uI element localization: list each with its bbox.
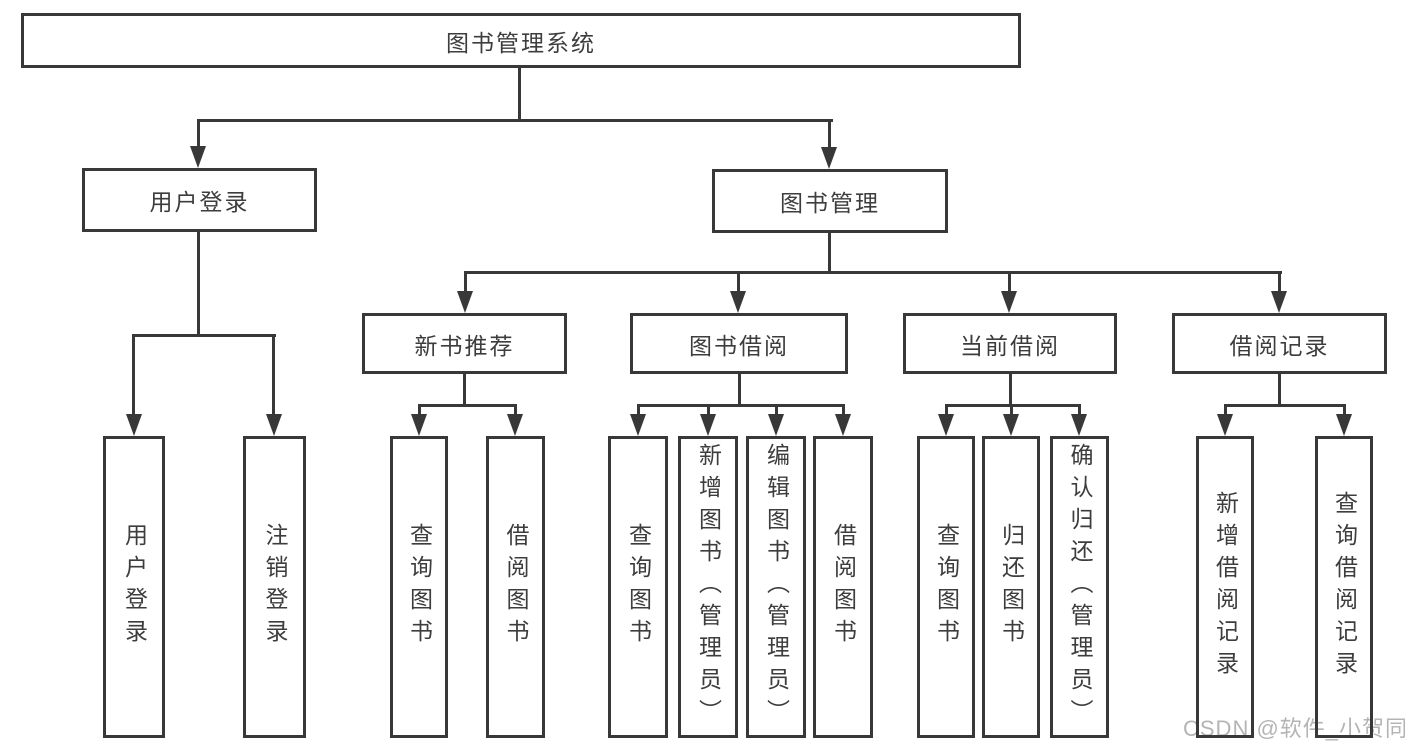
leaf-label: 查询图书 bbox=[625, 523, 652, 651]
leaf-add-books-admin: 新增图书（管理员） bbox=[678, 436, 738, 738]
node-book-borrow: 图书借阅 bbox=[630, 313, 848, 374]
connector-bar bbox=[945, 404, 1081, 407]
connector-drop bbox=[1008, 271, 1011, 293]
arrow-down-icon bbox=[1217, 414, 1233, 436]
arrow-down-icon bbox=[126, 414, 142, 436]
connector-drop bbox=[1010, 404, 1013, 416]
node-current-borrow: 当前借阅 bbox=[903, 313, 1117, 374]
leaf-label: 查询图书 bbox=[933, 523, 960, 651]
connector-level2-bar bbox=[464, 271, 1282, 274]
leaf-label: 新增图书（管理员） bbox=[695, 443, 722, 731]
arrow-down-icon bbox=[700, 414, 716, 436]
connector-stem bbox=[463, 374, 466, 407]
arrow-down-icon bbox=[730, 291, 746, 313]
arrow-down-icon bbox=[835, 414, 851, 436]
connector-drop bbox=[272, 334, 275, 416]
leaf-label: 查询图书 bbox=[406, 523, 433, 651]
leaf-borrow-books: 借阅图书 bbox=[813, 436, 873, 738]
leaf-query-borrow-record: 查询借阅记录 bbox=[1315, 436, 1373, 738]
leaf-borrow-query-books: 查询图书 bbox=[608, 436, 668, 738]
leaf-label: 借阅图书 bbox=[503, 523, 529, 651]
connector-drop bbox=[514, 404, 517, 416]
connector-drop bbox=[775, 404, 778, 416]
arrow-down-icon bbox=[821, 147, 837, 169]
leaf-add-borrow-record: 新增借阅记录 bbox=[1196, 436, 1254, 738]
leaf-label: 查询借阅记录 bbox=[1331, 491, 1358, 683]
connector-drop bbox=[132, 334, 135, 416]
connector-drop bbox=[197, 119, 200, 148]
connector-drop bbox=[737, 271, 740, 293]
arrow-down-icon bbox=[630, 414, 646, 436]
connector-level1-bar bbox=[197, 119, 833, 122]
connector-drop bbox=[945, 404, 948, 416]
arrow-down-icon bbox=[1003, 414, 1019, 436]
leaf-return-books: 归还图书 bbox=[982, 436, 1040, 738]
leaf-label: 新增借阅记录 bbox=[1212, 491, 1239, 683]
leaf-label: 用户登录 bbox=[121, 523, 148, 651]
connector-bar bbox=[133, 334, 276, 337]
node-label: 新书推荐 bbox=[414, 332, 515, 359]
arrow-down-icon bbox=[768, 414, 784, 436]
connector-drop bbox=[1278, 271, 1281, 293]
node-label: 图书管理系统 bbox=[446, 29, 596, 56]
connector-drop bbox=[1078, 404, 1081, 416]
connector-drop bbox=[464, 271, 467, 293]
connector-drop bbox=[707, 404, 710, 416]
leaf-label: 确认归还（管理员） bbox=[1067, 443, 1093, 731]
connector-stem bbox=[738, 374, 741, 407]
arrow-down-icon bbox=[938, 414, 954, 436]
connector-drop bbox=[842, 404, 845, 416]
connector-stem bbox=[828, 233, 831, 274]
node-user-login: 用户登录 bbox=[82, 168, 317, 232]
leaf-edit-books-admin: 编辑图书（管理员） bbox=[746, 436, 806, 738]
node-label: 当前借阅 bbox=[960, 332, 1060, 359]
connector-bar bbox=[1224, 404, 1345, 407]
connector-bar bbox=[418, 404, 517, 407]
leaf-recommend-query-books: 查询图书 bbox=[390, 436, 448, 738]
arrow-down-icon bbox=[1336, 414, 1352, 436]
node-label: 借阅记录 bbox=[1229, 332, 1330, 359]
node-label: 图书借阅 bbox=[689, 332, 789, 359]
leaf-label: 借阅图书 bbox=[830, 523, 857, 651]
connector-drop bbox=[1343, 404, 1346, 416]
node-label: 用户登录 bbox=[149, 189, 250, 215]
connector-drop bbox=[828, 119, 831, 149]
leaf-current-query-books: 查询图书 bbox=[917, 436, 975, 738]
leaf-label: 归还图书 bbox=[998, 523, 1025, 651]
arrow-down-icon bbox=[190, 146, 206, 168]
node-new-book-recommend: 新书推荐 bbox=[362, 313, 567, 374]
leaf-recommend-borrow-books: 借阅图书 bbox=[486, 436, 545, 738]
connector-bar bbox=[637, 404, 845, 407]
leaf-confirm-return-admin: 确认归还（管理员） bbox=[1050, 436, 1109, 738]
connector-drop bbox=[418, 404, 421, 416]
arrow-down-icon bbox=[1071, 414, 1087, 436]
leaf-user-login: 用户登录 bbox=[103, 436, 165, 738]
leaf-logout: 注销登录 bbox=[243, 436, 306, 738]
node-label: 图书管理 bbox=[780, 190, 880, 216]
node-book-management: 图书管理 bbox=[712, 169, 948, 233]
arrow-down-icon bbox=[1271, 291, 1287, 313]
leaf-label: 编辑图书（管理员） bbox=[763, 443, 790, 731]
arrow-down-icon bbox=[1001, 291, 1017, 313]
watermark-text: CSDN @软件_小贺同学 bbox=[1183, 716, 1405, 741]
connector-stem bbox=[1278, 374, 1281, 407]
arrow-down-icon bbox=[507, 414, 523, 436]
arrow-down-icon bbox=[266, 414, 282, 436]
connector-stem bbox=[197, 232, 200, 337]
node-borrow-records: 借阅记录 bbox=[1172, 313, 1387, 374]
connector-root-stem bbox=[518, 68, 521, 122]
connector-stem bbox=[1009, 374, 1012, 407]
arrow-down-icon bbox=[411, 414, 427, 436]
connector-drop bbox=[1224, 404, 1227, 416]
connector-drop bbox=[637, 404, 640, 416]
node-library-management-system: 图书管理系统 bbox=[21, 13, 1021, 68]
leaf-label: 注销登录 bbox=[262, 523, 288, 651]
arrow-down-icon bbox=[457, 291, 473, 313]
